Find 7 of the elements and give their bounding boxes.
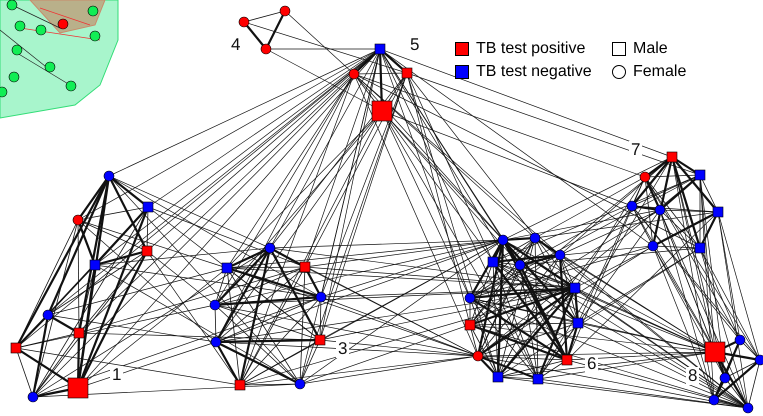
legend-label: Female xyxy=(633,63,686,81)
cluster-number: 3 xyxy=(336,340,350,358)
cluster-number: 6 xyxy=(585,355,598,373)
legend-label: TB test negative xyxy=(476,63,592,81)
legend-label: TB test positive xyxy=(476,40,586,58)
cluster-number: 8 xyxy=(686,367,700,385)
legend-label: Male xyxy=(633,40,668,58)
